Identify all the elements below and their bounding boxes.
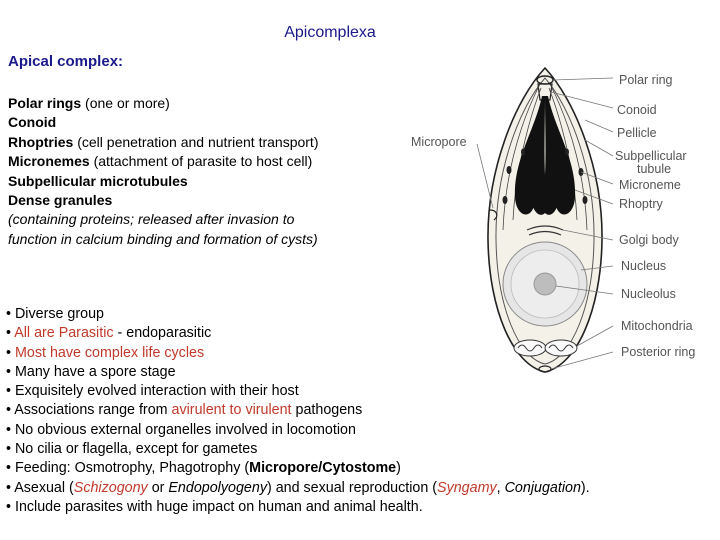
bullet-italic-term: Endopolyogeny <box>168 479 267 496</box>
bullet-highlight: Syngamy <box>437 479 497 496</box>
bullet-text: pathogens <box>291 402 363 419</box>
label-conoid: Conoid <box>617 103 657 117</box>
bullet-text: • Asexual ( <box>6 479 74 496</box>
feature-subpellicular-microtubules: Subpellicular microtubules <box>8 172 408 191</box>
conoid <box>537 83 553 101</box>
label-micropore: Micropore <box>411 135 467 149</box>
mitochondria <box>513 339 578 357</box>
bullet-highlight: All are Parasitic <box>14 325 114 342</box>
rhoptries <box>514 96 576 215</box>
label-microneme: Microneme <box>619 178 681 192</box>
apicomplexan-cell-diagram: Micropore Polar ring Conoid Pellicle Sub… <box>411 66 695 373</box>
bullet-text: ) <box>396 460 401 477</box>
label-polar-ring: Polar ring <box>619 73 673 87</box>
label-posterior-ring: Posterior ring <box>621 345 695 359</box>
bullet-text: - endoparasitic <box>113 325 212 342</box>
label-subpellicular: Subpellicular <box>615 149 687 163</box>
feature-term: Rhoptries <box>8 133 74 150</box>
feature-desc: (attachment of parasite to host cell) <box>89 153 313 170</box>
label-nucleus: Nucleus <box>621 259 666 273</box>
golgi-body <box>526 225 564 236</box>
feature-note-line-1: (containing proteins; released after inv… <box>8 211 295 228</box>
characteristics-bullet-list: • Diverse group • All are Parasitic - en… <box>6 305 706 517</box>
bullet-item: • Many have a spore stage <box>6 363 176 380</box>
bullet-highlight: Schizogony <box>73 479 148 496</box>
label-pellicle: Pellicle <box>617 126 657 140</box>
label-mitochondria: Mitochondria <box>621 319 693 333</box>
bullet-text: • Associations range from <box>6 402 172 419</box>
bullet-highlight: Most have complex life cycles <box>14 344 205 361</box>
bullet-text: , <box>496 479 505 496</box>
label-nucleolus: Nucleolus <box>621 287 676 301</box>
feature-dense-granules: Dense granules <box>8 191 408 210</box>
feature-note-line-2: function in calcium binding and formatio… <box>8 230 318 247</box>
feature-desc: (one or more) <box>81 95 170 111</box>
bullet-item: • All are Parasitic - endoparasitic <box>6 324 706 343</box>
bullet-text: • <box>6 325 15 342</box>
apical-complex-feature-list: Polar rings (one or more) Conoid Rhoptri… <box>8 94 408 249</box>
feature-term: Subpellicular microtubules <box>8 172 188 189</box>
bullet-item: • No cilia or flagella, except for gamet… <box>6 441 258 458</box>
feature-desc: (cell penetration and nutrient transport… <box>73 133 319 150</box>
label-rhoptry: Rhoptry <box>619 197 664 211</box>
label-tubule: tubule <box>637 162 671 176</box>
bullet-highlight: avirulent to virulent <box>171 402 292 419</box>
bullet-text: ) and sexual reproduction ( <box>266 479 438 496</box>
feature-polar-rings: Polar rings (one or more) <box>8 94 408 113</box>
bullet-item: • Include parasites with huge impact on … <box>6 498 423 515</box>
feature-term: Dense granules <box>8 192 113 209</box>
bullet-item: • Asexual (Schizogony or Endopolyogeny) … <box>6 479 706 498</box>
feature-term: Conoid <box>8 114 57 131</box>
feature-rhoptries: Rhoptries (cell penetration and nutrient… <box>8 133 408 152</box>
bullet-text: • <box>6 344 15 361</box>
bullet-item: • Most have complex life cycles <box>6 344 706 363</box>
label-leader-lines <box>476 77 614 370</box>
bullet-item: • Feeding: Osmotrophy, Phagotrophy (Micr… <box>6 459 706 478</box>
feature-term: Polar rings <box>8 95 82 111</box>
bullet-item: • No obvious external organelles involve… <box>6 421 356 438</box>
micropore <box>489 209 498 221</box>
bullet-text: • Feeding: Osmotrophy, Phagotrophy ( <box>6 460 250 477</box>
bullet-item: • Associations range from avirulent to v… <box>6 401 706 420</box>
bullet-italic-term: Conjugation <box>504 479 581 496</box>
bullet-text: or <box>147 479 169 496</box>
feature-micronemes: Micronemes (attachment of parasite to ho… <box>8 152 408 171</box>
nucleolus <box>533 272 557 296</box>
subpellicular-tubules <box>502 85 588 231</box>
page-title: Apicomplexa <box>284 24 376 41</box>
bullet-item: • Exquisitely evolved interaction with t… <box>6 383 299 400</box>
bullet-item: • Diverse group <box>6 306 104 322</box>
bullet-text: ). <box>580 479 590 496</box>
feature-term: Micronemes <box>8 153 90 170</box>
label-golgi-body: Golgi body <box>619 233 680 247</box>
apical-complex-heading: Apical complex: <box>8 53 124 70</box>
bullet-bold-term: Micropore/Cytostome <box>249 460 397 477</box>
feature-conoid: Conoid <box>8 113 408 132</box>
